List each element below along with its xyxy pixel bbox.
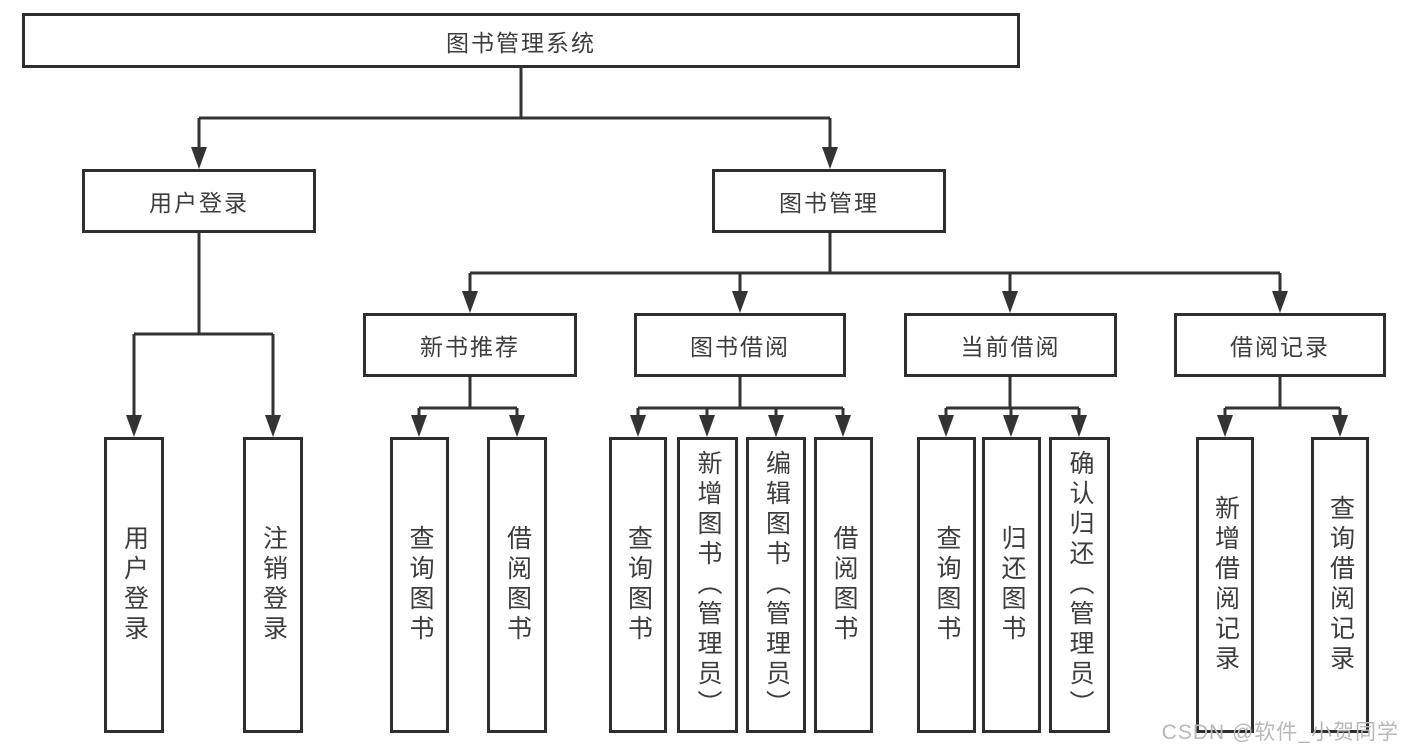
node-label: 借阅图书	[503, 525, 532, 645]
leaf-current-confirm-return-admin: 确认归还（管理员）	[1049, 437, 1110, 733]
leaf-newbook-borrow-books: 借阅图书	[487, 437, 547, 733]
leaf-user-login: 用户登录	[104, 437, 164, 733]
leaf-current-query-books: 查询图书	[917, 437, 976, 733]
node-user-login: 用户登录	[82, 169, 316, 233]
node-library-management-system: 图书管理系统	[22, 13, 1020, 68]
node-label: 注销登录	[259, 525, 288, 645]
node-label: 图书借阅	[690, 334, 790, 360]
node-label: 借阅记录	[1230, 334, 1330, 360]
csdn-watermark: CSDN @软件_小贺同学	[1161, 721, 1399, 744]
node-current-borrow: 当前借阅	[904, 313, 1117, 377]
node-label: 归还图书	[998, 525, 1026, 645]
node-book-management: 图书管理	[712, 169, 946, 233]
leaf-borrow-borrow-books: 借阅图书	[814, 437, 873, 733]
node-label: 查询图书	[933, 525, 961, 645]
node-label: 图书管理系统	[446, 29, 596, 56]
node-label: 借阅图书	[830, 525, 858, 645]
node-label: 新书推荐	[420, 334, 520, 360]
node-label: 编辑图书（管理员）	[762, 450, 791, 720]
node-label: 新增借阅记录	[1211, 495, 1240, 675]
leaf-borrow-edit-books-admin: 编辑图书（管理员）	[746, 437, 806, 733]
node-label: 用户登录	[120, 525, 149, 645]
leaf-logout: 注销登录	[243, 437, 303, 733]
node-label: 查询图书	[624, 525, 653, 645]
node-borrow-records: 借阅记录	[1174, 313, 1386, 377]
node-label: 确认归还（管理员）	[1066, 450, 1094, 720]
leaf-newbook-query-books: 查询图书	[390, 437, 449, 733]
node-new-book-recommend: 新书推荐	[363, 313, 577, 377]
leaf-borrow-query-books: 查询图书	[609, 437, 667, 733]
node-label: 当前借阅	[960, 334, 1061, 360]
leaf-records-query-record: 查询借阅记录	[1311, 437, 1369, 733]
node-label: 查询借阅记录	[1326, 495, 1355, 675]
node-label: 用户登录	[149, 190, 249, 216]
node-label: 图书管理	[779, 190, 879, 216]
leaf-current-return-books: 归还图书	[982, 437, 1041, 733]
node-label: 查询图书	[406, 525, 434, 645]
node-book-borrow: 图书借阅	[634, 313, 846, 377]
leaf-records-add-record: 新增借阅记录	[1196, 437, 1254, 733]
leaf-borrow-add-books-admin: 新增图书（管理员）	[677, 437, 738, 733]
node-label: 新增图书（管理员）	[694, 450, 722, 720]
